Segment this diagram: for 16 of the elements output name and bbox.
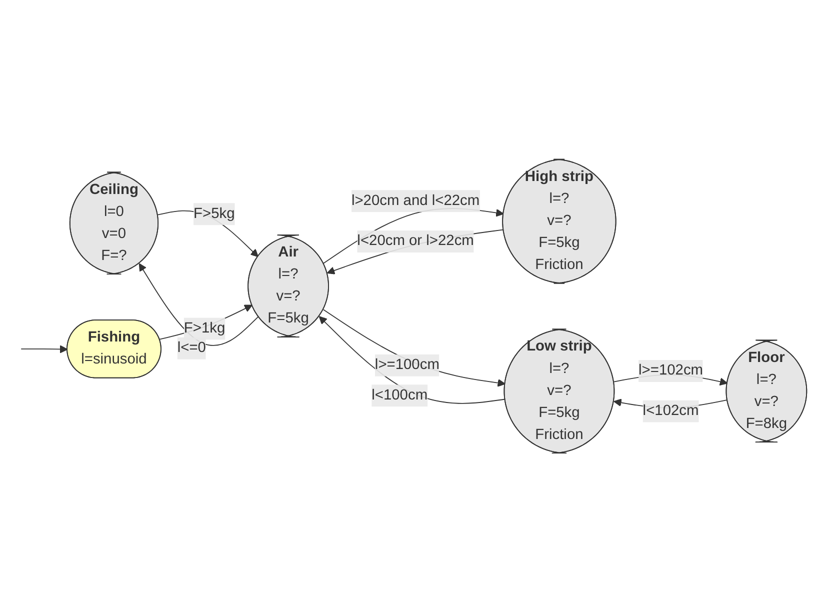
arrow: [20, 345, 68, 354]
arrow: [159, 305, 252, 340]
arrow: [326, 229, 504, 275]
arrow: [318, 316, 506, 404]
arrow: [138, 263, 259, 346]
edge-label: F>5kg: [194, 206, 235, 222]
edge-label: l<100cm: [372, 388, 428, 404]
edge-label: l>=100cm: [374, 357, 440, 373]
edge-label: F>1kg: [184, 320, 226, 336]
edge-label: l>=102cm: [638, 363, 704, 379]
edge-label: l>20cm and l<22cm: [351, 193, 480, 209]
edge-label: l<20cm or l>22cm: [357, 234, 474, 250]
arrow: [322, 309, 506, 388]
arrow: [322, 208, 504, 264]
edge-label: l<=0: [177, 340, 206, 356]
edge-label: l<102cm: [642, 403, 699, 419]
